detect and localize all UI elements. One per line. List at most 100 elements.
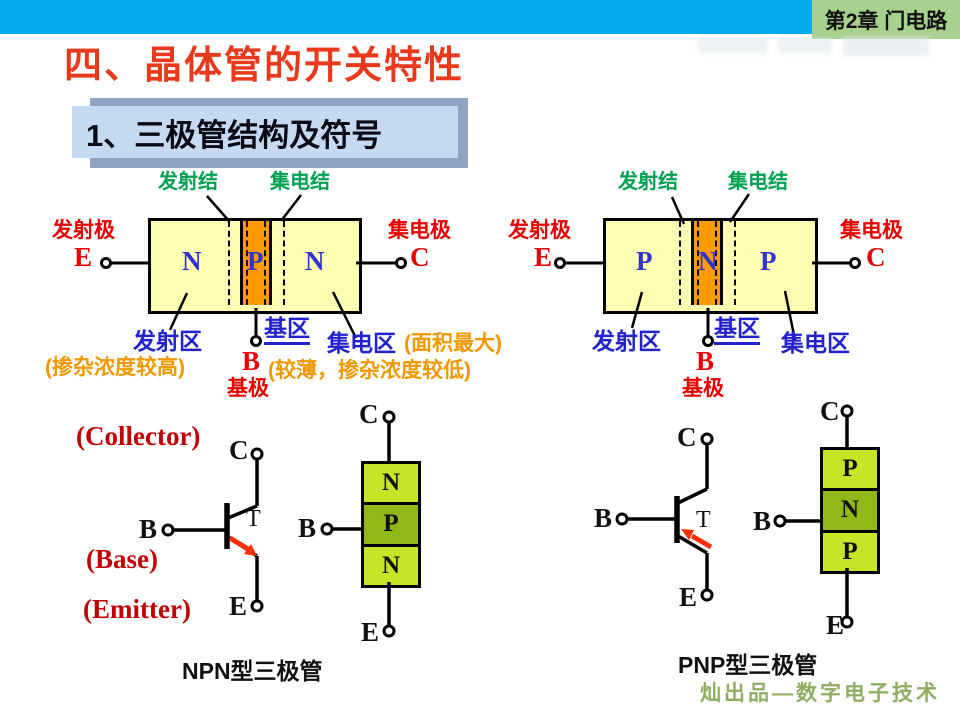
npn-stack-cell-1: N bbox=[364, 464, 418, 503]
pnp-electrode-collector-label: 集电极 bbox=[840, 219, 903, 242]
npn-stack-e-dot bbox=[382, 624, 396, 638]
pnp-region-base-label: 基区 bbox=[714, 315, 760, 345]
pnp-region-collector-label: 集电区 bbox=[781, 330, 850, 356]
npn-electrode-base-label: 基极 bbox=[227, 377, 269, 400]
npn-region-emitter-label: 发射区 bbox=[133, 328, 202, 354]
pnp-region-emitter-label: 发射区 bbox=[592, 328, 661, 354]
npn-base-region-band bbox=[240, 221, 272, 305]
npn-junction-emitter-label: 发射结 bbox=[158, 171, 218, 193]
pnp-symbol-b: B bbox=[594, 503, 613, 533]
pnp-region-letter-3: P bbox=[760, 246, 777, 276]
page-title: 四、晶体管的开关特性 bbox=[64, 45, 465, 87]
npn-terminal-b: B bbox=[242, 346, 261, 376]
pnp-c-terminal-dot bbox=[849, 257, 861, 269]
npn-symbol-e: E bbox=[229, 591, 248, 621]
pnp-stack-cell-3: P bbox=[823, 532, 877, 571]
pnp-stack-c: C bbox=[820, 396, 840, 426]
npn-terminal-e: E bbox=[74, 242, 93, 272]
npn-c-terminal-dot bbox=[395, 257, 407, 269]
npn-e-terminal-dot bbox=[100, 257, 112, 269]
pnp-b-terminal-dot bbox=[702, 335, 714, 347]
npn-stack-cell-3: N bbox=[364, 546, 418, 585]
npn-symbol-c-dot bbox=[250, 447, 264, 461]
pnp-emitter-arrow-shaft bbox=[690, 533, 713, 550]
watermark-blob bbox=[698, 38, 768, 54]
npn-b-terminal-dot bbox=[250, 335, 262, 347]
npn-depletion-dash-4 bbox=[283, 221, 285, 305]
npn-stack-diagram: N P N bbox=[361, 461, 421, 588]
pnp-base-region-band bbox=[691, 221, 723, 305]
npn-note-base: (较薄，掺杂浓度较低) bbox=[268, 359, 471, 382]
pnp-symbol-e-dot bbox=[700, 588, 714, 602]
watermark-blob bbox=[778, 38, 832, 54]
npn-symbol-b-dot bbox=[161, 523, 175, 537]
npn-symbol-c: C bbox=[229, 435, 249, 465]
video-watermark bbox=[698, 33, 956, 59]
pnp-symbol-c: C bbox=[677, 422, 697, 452]
pnp-stack-b: B bbox=[753, 506, 772, 536]
npn-symbol-t: T bbox=[246, 506, 261, 532]
pnp-transistor-symbol bbox=[627, 444, 709, 590]
pnp-symbol-b-dot bbox=[615, 512, 629, 526]
pnp-e-terminal-dot bbox=[554, 257, 566, 269]
npn-depletion-dash-1 bbox=[228, 221, 230, 305]
npn-symbol-b: B bbox=[139, 514, 158, 544]
npn-depletion-dash-3 bbox=[264, 221, 266, 305]
npn-stack-b: B bbox=[298, 513, 317, 543]
pnp-region-letter-1: P bbox=[636, 246, 653, 276]
pnp-depletion-dash-1 bbox=[679, 221, 681, 305]
pnp-depletion-dash-4 bbox=[734, 221, 736, 305]
npn-region-letter-2: P bbox=[247, 246, 264, 276]
watermark-blob bbox=[842, 36, 930, 56]
npn-terminal-c: C bbox=[410, 242, 430, 272]
pnp-depletion-dash-3 bbox=[715, 221, 717, 305]
section-banner: 1、三极管结构及符号 bbox=[72, 106, 458, 158]
pnp-electrode-emitter-label: 发射极 bbox=[508, 219, 571, 242]
pnp-terminal-c: C bbox=[866, 242, 886, 272]
npn-stack-b-dot bbox=[320, 522, 334, 536]
chapter-badge: 第2章 门电路 bbox=[812, 0, 960, 39]
npn-caption: NPN型三极管 bbox=[182, 658, 323, 684]
npn-note-collector: (面积最大) bbox=[404, 332, 502, 355]
npn-stack-e: E bbox=[361, 617, 380, 647]
pnp-stack-b-dot bbox=[773, 514, 787, 528]
pnp-terminal-e: E bbox=[534, 242, 553, 272]
brand-watermark: 灿出品—数字电子技术 bbox=[700, 682, 940, 705]
pnp-junction-collector-label: 集电结 bbox=[728, 171, 788, 193]
npn-junction-collector-label: 集电结 bbox=[270, 171, 330, 193]
npn-region-letter-3: N bbox=[305, 246, 325, 276]
npn-emitter-arrow-shaft bbox=[228, 535, 250, 552]
npn-emitter-arrow-head bbox=[244, 544, 257, 556]
pnp-electrode-base-label: 基极 bbox=[682, 377, 724, 400]
npn-region-letter-1: N bbox=[182, 246, 202, 276]
npn-en-emitter: (Emitter) bbox=[83, 594, 191, 624]
pnp-caption: PNP型三极管 bbox=[678, 652, 818, 678]
npn-electrode-emitter-label: 发射极 bbox=[52, 219, 115, 242]
npn-en-base: (Base) bbox=[86, 544, 158, 574]
npn-symbol-e-dot bbox=[250, 599, 264, 613]
npn-en-collector: (Collector) bbox=[76, 421, 201, 451]
pnp-stack-c-dot bbox=[840, 404, 854, 418]
pnp-emitter-arrow-head bbox=[681, 529, 694, 540]
npn-electrode-collector-label: 集电极 bbox=[388, 219, 451, 242]
npn-stack-c: C bbox=[359, 399, 379, 429]
npn-stack-c-dot bbox=[382, 410, 396, 424]
pnp-symbol-c-dot bbox=[700, 432, 714, 446]
npn-note-emitter: (掺杂浓度较高) bbox=[45, 356, 185, 379]
pnp-symbol-t: T bbox=[696, 507, 711, 533]
pnp-stack-diagram: P N P bbox=[820, 447, 880, 574]
npn-depletion-dash-2 bbox=[246, 221, 248, 305]
top-bar bbox=[0, 0, 812, 34]
npn-region-collector-label: 集电区 bbox=[327, 330, 396, 356]
pnp-stack-e: E bbox=[826, 610, 845, 640]
pnp-depletion-dash-2 bbox=[697, 221, 699, 305]
npn-region-base-label: 基区 bbox=[264, 315, 310, 345]
pnp-region-letter-2: N bbox=[698, 246, 718, 276]
pnp-stack-cell-2: N bbox=[823, 488, 877, 533]
npn-stack-cell-2: P bbox=[364, 502, 418, 547]
pnp-junction-emitter-label: 发射结 bbox=[618, 171, 678, 193]
pnp-symbol-e: E bbox=[679, 582, 698, 612]
pnp-stack-cell-1: P bbox=[823, 450, 877, 489]
pnp-terminal-b: B bbox=[696, 346, 715, 376]
